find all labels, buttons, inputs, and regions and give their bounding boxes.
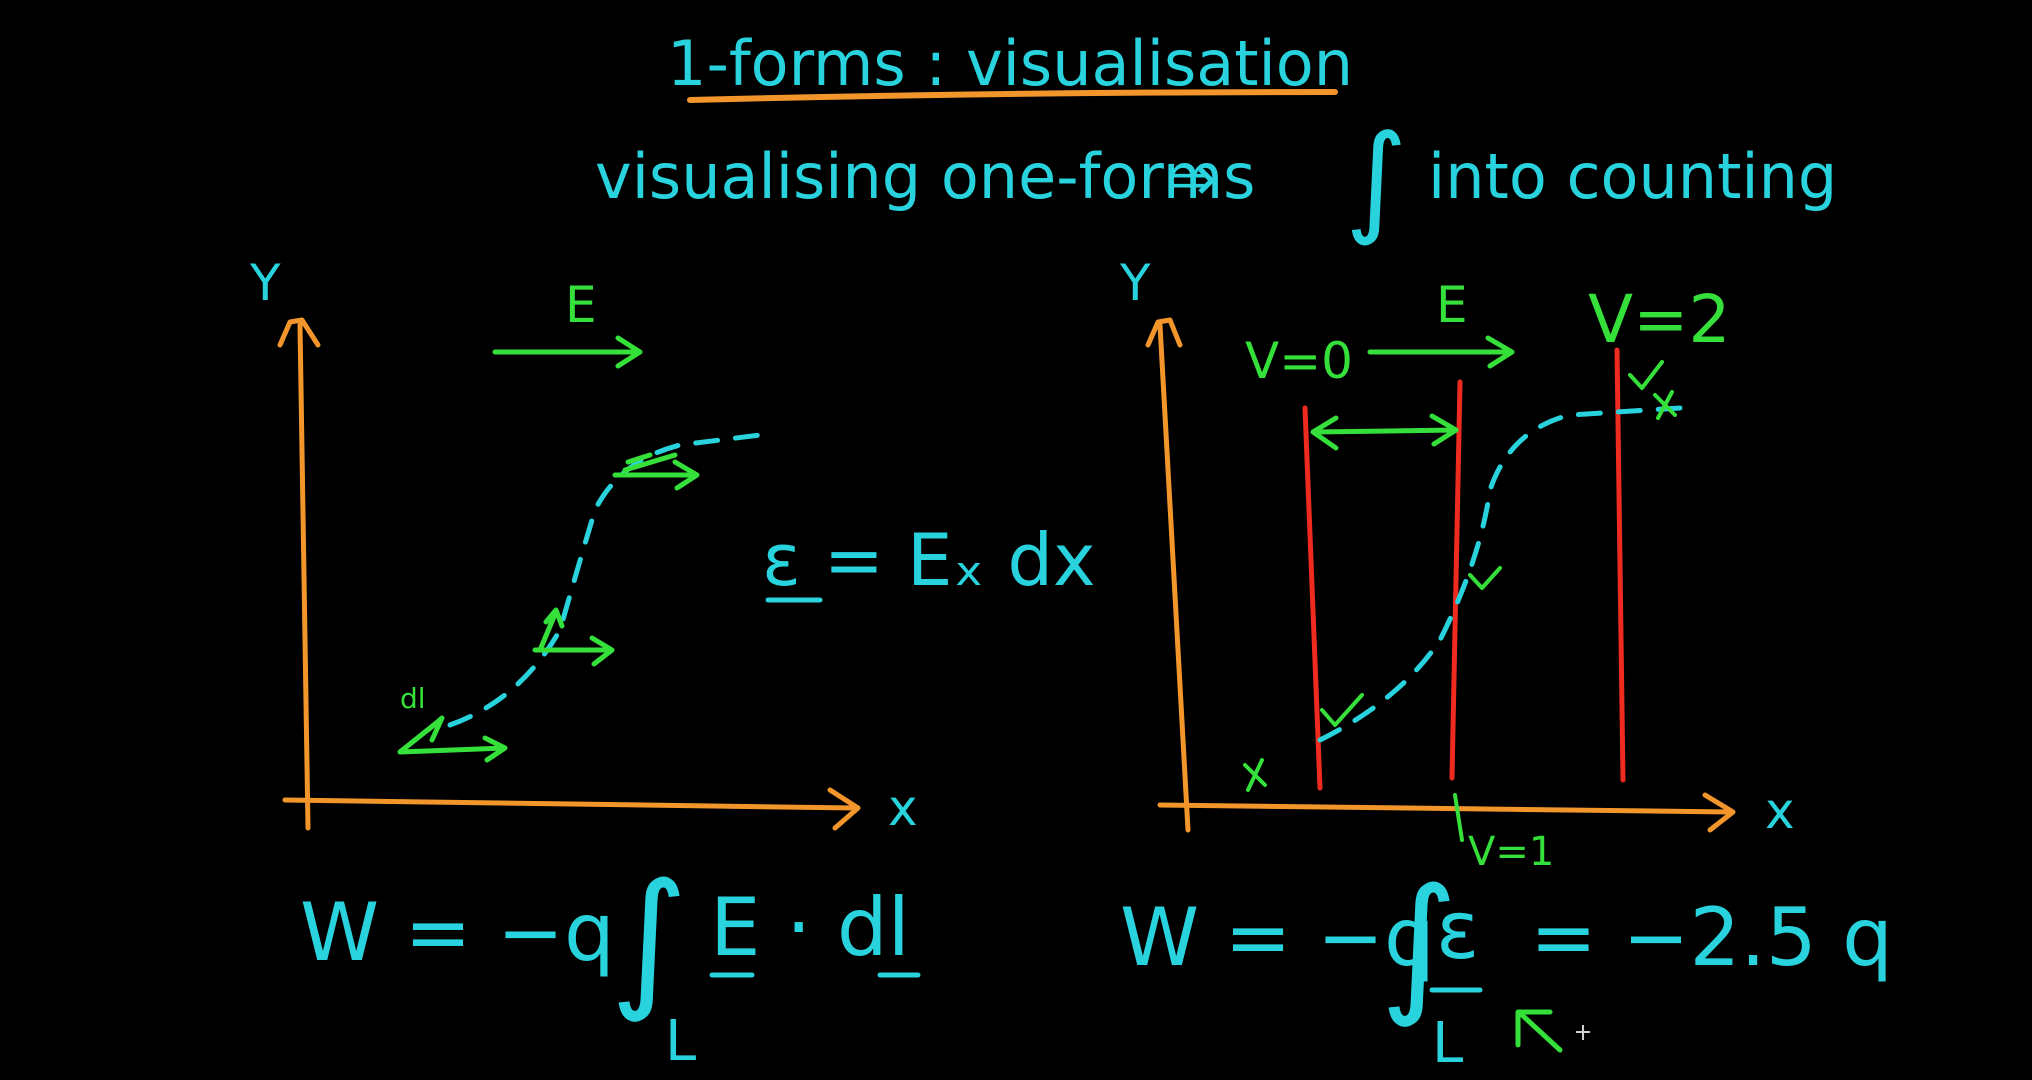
left-y-axis [297,322,311,831]
spacing-double-arrow [1310,413,1459,451]
left-y-label: Y [249,254,281,312]
potential-label-v2: V=2 [1588,281,1730,358]
left-x-axis [282,797,858,811]
left-vector-3 [612,452,700,491]
potential-label-v0: V=0 [1245,332,1353,390]
title-underline [687,89,1338,103]
epsilon-pointer-arrow [1515,1009,1563,1053]
right-work-lhs: W = −q [1120,891,1435,984]
crossing-tick-1 [1320,693,1364,727]
crossing-tick-2 [1468,566,1502,590]
left-x-axis-arrowhead [827,787,861,831]
left-work-lhs: W = −q [300,886,615,979]
right-path-curve [1317,405,1683,743]
end-cross [1653,390,1677,420]
right-work-path: L [1432,1011,1463,1076]
left-path-curve [447,432,763,728]
right-y-axis-arrowhead [1145,317,1183,348]
right-work-result: = −2.5 q [1530,891,1893,984]
right-work-integrand: ε [1436,884,1479,977]
equipotential-v0 [1302,405,1323,791]
subtitle-integral: ∫ [1345,110,1408,249]
left-x-label: x [888,779,918,837]
left-work-integrand: E · dl [710,881,910,974]
subtitle-right: into counting [1428,140,1837,213]
crossing-tick-3 [1628,360,1664,390]
left-plot: Y x E dl ε = Eₓ dx W = −q ∫ L E · dl [249,254,1096,1074]
right-plot: Y x V=0 V=1 V=2 E W = −q ∫ L ε = −2.5 q [1119,254,1893,1076]
cursor-crosshair-icon [1576,1025,1590,1040]
right-work-integral: ∫ [1380,857,1458,1031]
v1-pointer [1453,793,1464,842]
left-work-path: L [665,1009,696,1074]
right-x-axis-arrowhead [1702,792,1736,833]
right-x-label: x [1765,782,1795,840]
left-field-arrow [492,335,643,369]
one-form-equation: ε = Eₓ dx [762,518,1096,602]
right-y-label: Y [1119,254,1151,312]
left-y-axis-arrowhead [277,317,321,348]
potential-label-v1: V=1 [1468,829,1554,875]
subtitle-left: visualising one-forms [595,140,1255,213]
right-y-axis [1157,322,1191,833]
dl-label: dl [400,682,426,715]
right-field-arrow [1367,335,1515,369]
equipotential-v1 [1449,379,1463,781]
left-field-label: E [565,276,597,334]
right-x-axis [1157,802,1733,815]
title: 1-forms : visualisation [667,27,1353,100]
left-work-integral: ∫ [610,852,688,1026]
start-cross [1243,758,1267,792]
right-field-label: E [1436,276,1468,334]
left-vector-2 [532,607,615,667]
equipotential-v2 [1614,347,1626,783]
left-vector-1 [397,715,508,763]
implies-arrow: ⇒ [1165,142,1217,215]
